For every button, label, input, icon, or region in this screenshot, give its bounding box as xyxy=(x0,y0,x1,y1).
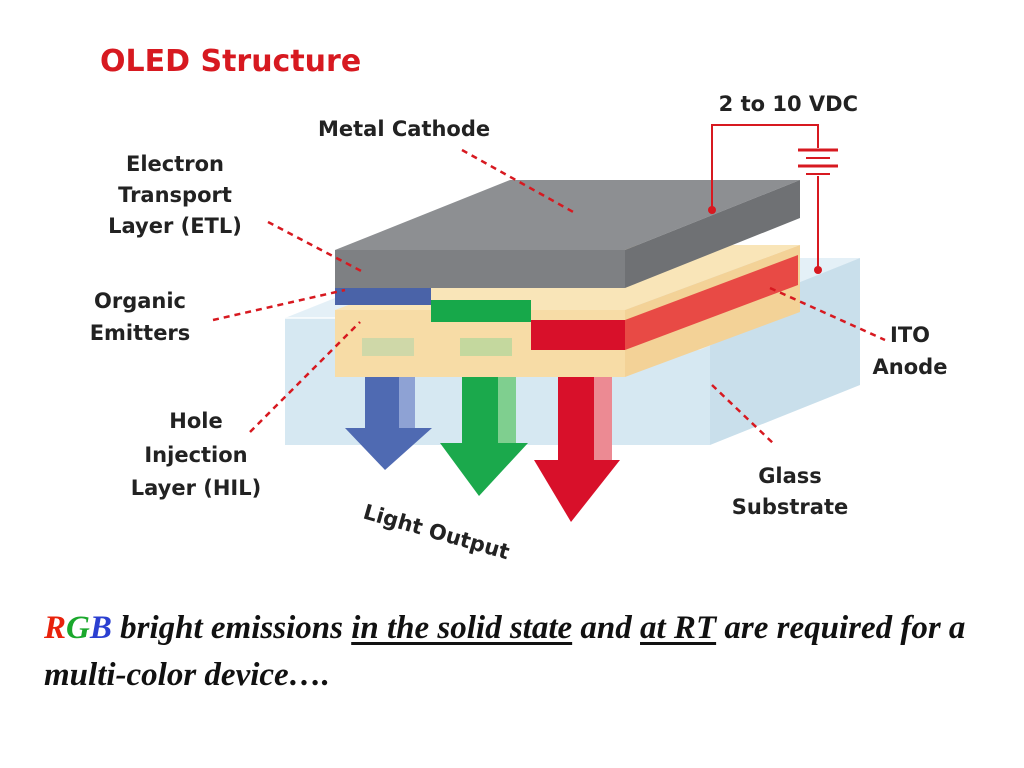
anode-contact xyxy=(814,266,822,274)
emitters-label-line1: Organic xyxy=(94,289,186,313)
ito-label-line1: ITO xyxy=(890,323,930,347)
glass-label-line2: Substrate xyxy=(732,495,848,519)
caption-b: B xyxy=(89,610,112,646)
emitter-green xyxy=(431,300,531,322)
light-output-label: Light Output xyxy=(361,500,513,565)
voltage-circuit xyxy=(711,124,838,270)
metal-cathode-front xyxy=(335,250,625,288)
hil-label-line1: Hole xyxy=(169,409,222,433)
caption-underline-rt: at RT xyxy=(640,610,717,646)
voltage-label: 2 to 10 VDC xyxy=(719,92,858,116)
diagram-title: OLED Structure xyxy=(100,44,361,79)
caption-text-2: and xyxy=(572,610,641,646)
oled-structure-diagram: OLED Structure xyxy=(90,44,948,565)
hil-label-line2: Injection xyxy=(144,443,247,467)
glass-label-line1: Glass xyxy=(758,464,822,488)
caption: RGB bright emissions in the solid state … xyxy=(44,605,994,699)
cathode-contact xyxy=(708,206,716,214)
oled-layer-stack xyxy=(335,180,800,377)
metal-cathode-label: Metal Cathode xyxy=(318,117,490,141)
etl-label-line2: Transport xyxy=(118,183,232,207)
metal-cathode-top xyxy=(335,180,800,250)
ito-label-line2: Anode xyxy=(873,355,948,379)
hil-pixel-green xyxy=(460,338,512,356)
etl-label-line1: Electron xyxy=(126,152,224,176)
caption-underline-solid-state: in the solid state xyxy=(351,610,573,646)
caption-text-3: are required for a multi-color device…. xyxy=(44,610,966,693)
caption-r: R xyxy=(44,610,67,646)
hil-label-line3: Layer (HIL) xyxy=(131,476,261,500)
etl-label-line3: Layer (ETL) xyxy=(108,214,242,238)
caption-g: G xyxy=(66,610,90,646)
emitter-red xyxy=(531,320,625,350)
emitter-blue xyxy=(335,283,431,305)
hil-pixel-blue xyxy=(362,338,414,356)
emitter-red-side xyxy=(625,255,798,350)
emitters-label-line2: Emitters xyxy=(90,321,191,345)
leader-lines xyxy=(212,148,886,446)
caption-text-1: bright emissions xyxy=(111,610,352,646)
